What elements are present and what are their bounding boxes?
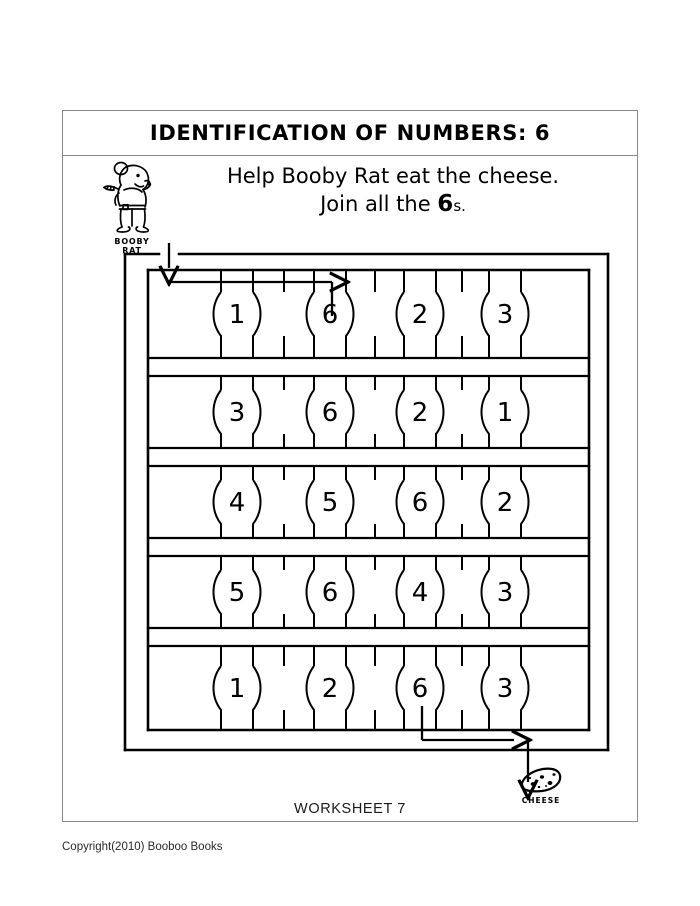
maze-cell[interactable]: 2 (395, 270, 445, 358)
maze-cell-number: 1 (497, 398, 514, 428)
maze-cell[interactable]: 3 (480, 646, 530, 730)
maze-cell-bubble (305, 466, 355, 538)
maze-cell-number: 3 (497, 300, 514, 330)
maze-cell[interactable]: 6 (395, 466, 445, 538)
maze-cell[interactable]: 6 (305, 556, 355, 628)
maze-cell-bubble (480, 376, 530, 448)
maze-cell-bubble (305, 556, 355, 628)
worksheet-number-label: WORKSHEET 7 (294, 801, 406, 817)
maze-walls (123, 252, 610, 752)
instruction-text: Help Booby Rat eat the cheese. Join all … (183, 163, 603, 219)
maze-cell[interactable]: 4 (395, 556, 445, 628)
maze-cell-number: 4 (229, 488, 246, 518)
instruction-line-1: Help Booby Rat eat the cheese. (226, 164, 560, 188)
maze-cell-number: 2 (322, 674, 339, 704)
copyright-text: Copyright(2010) Booboo Books (62, 841, 223, 853)
maze-cell-number: 4 (412, 578, 429, 608)
maze-cell[interactable]: 5 (305, 466, 355, 538)
maze-cell-number: 2 (412, 300, 429, 330)
maze-cell-bubble (395, 556, 445, 628)
maze-cell-bubble (395, 646, 445, 730)
maze-cell[interactable]: 2 (305, 646, 355, 730)
maze-cell-number: 3 (497, 674, 514, 704)
maze-cell[interactable]: 6 (395, 646, 445, 730)
maze-cell-number: 5 (229, 578, 246, 608)
mascot: BOOBY RAT (96, 160, 168, 256)
maze-cell-number: 6 (412, 674, 429, 704)
maze-cell-bubble (480, 466, 530, 538)
maze-cell-bubble (212, 376, 262, 448)
maze-cell[interactable]: 3 (212, 376, 262, 448)
maze-cell-number: 2 (497, 488, 514, 518)
maze-cell[interactable]: 5 (212, 556, 262, 628)
maze-cell-bubble (305, 376, 355, 448)
maze-cell-number: 2 (412, 398, 429, 428)
mascot-label: BOOBY RAT (114, 237, 150, 256)
maze-cell[interactable]: 1 (480, 376, 530, 448)
maze-cell-number: 5 (322, 488, 339, 518)
exit-path (420, 706, 528, 782)
maze-cell[interactable]: 6 (305, 376, 355, 448)
maze-cell-bubble (212, 466, 262, 538)
maze-cell-number: 6 (412, 488, 429, 518)
maze-cell-bubble (395, 376, 445, 448)
entry-path (169, 243, 332, 316)
rat-icon (103, 161, 152, 233)
instruction-line-2: Join all the 6s. (183, 190, 603, 219)
maze-cell-bubble (480, 556, 530, 628)
instruction-line-2-suffix: s. (453, 196, 466, 215)
maze-cell-bubble (212, 646, 262, 730)
maze-cell-bubble (480, 270, 530, 358)
maze-cell[interactable]: 2 (395, 376, 445, 448)
maze-cell-bubble (480, 646, 530, 730)
title-band: IDENTIFICATION OF NUMBERS: 6 (63, 111, 637, 156)
maze-cell[interactable]: 1 (212, 270, 262, 358)
maze-cell-bubble (395, 270, 445, 358)
maze-cell-number: 1 (229, 300, 246, 330)
maze-cell-bubble (395, 466, 445, 538)
maze-cell[interactable]: 4 (212, 466, 262, 538)
maze-diagram: 1 6 2 3 3 6 2 1 4 5 6 2 5 6 4 3 1 2 6 3 (123, 243, 610, 822)
maze-cell-number: 3 (497, 578, 514, 608)
instruction-target-number: 6 (437, 190, 454, 217)
maze-cell-number: 6 (322, 578, 339, 608)
maze-cell[interactable]: 1 (212, 646, 262, 730)
maze-cell[interactable]: 6 (305, 270, 355, 358)
goal-label: CHEESE (521, 796, 561, 805)
maze-cell-number: 3 (229, 398, 246, 428)
page-title: IDENTIFICATION OF NUMBERS: 6 (149, 121, 551, 145)
maze-cell[interactable]: 2 (480, 466, 530, 538)
instruction-line-2-prefix: Join all the (320, 191, 438, 216)
maze-cell-bubble (212, 556, 262, 628)
maze-cell-number: 1 (229, 674, 246, 704)
maze-cell[interactable]: 3 (480, 270, 530, 358)
maze-cell-number: 6 (322, 300, 339, 330)
maze-cell-bubble (305, 646, 355, 730)
maze-cell[interactable]: 3 (480, 556, 530, 628)
maze-cells: 1 6 2 3 3 6 2 1 4 5 6 2 5 6 4 3 1 2 6 3 (212, 270, 530, 730)
maze-cell-number: 6 (322, 398, 339, 428)
